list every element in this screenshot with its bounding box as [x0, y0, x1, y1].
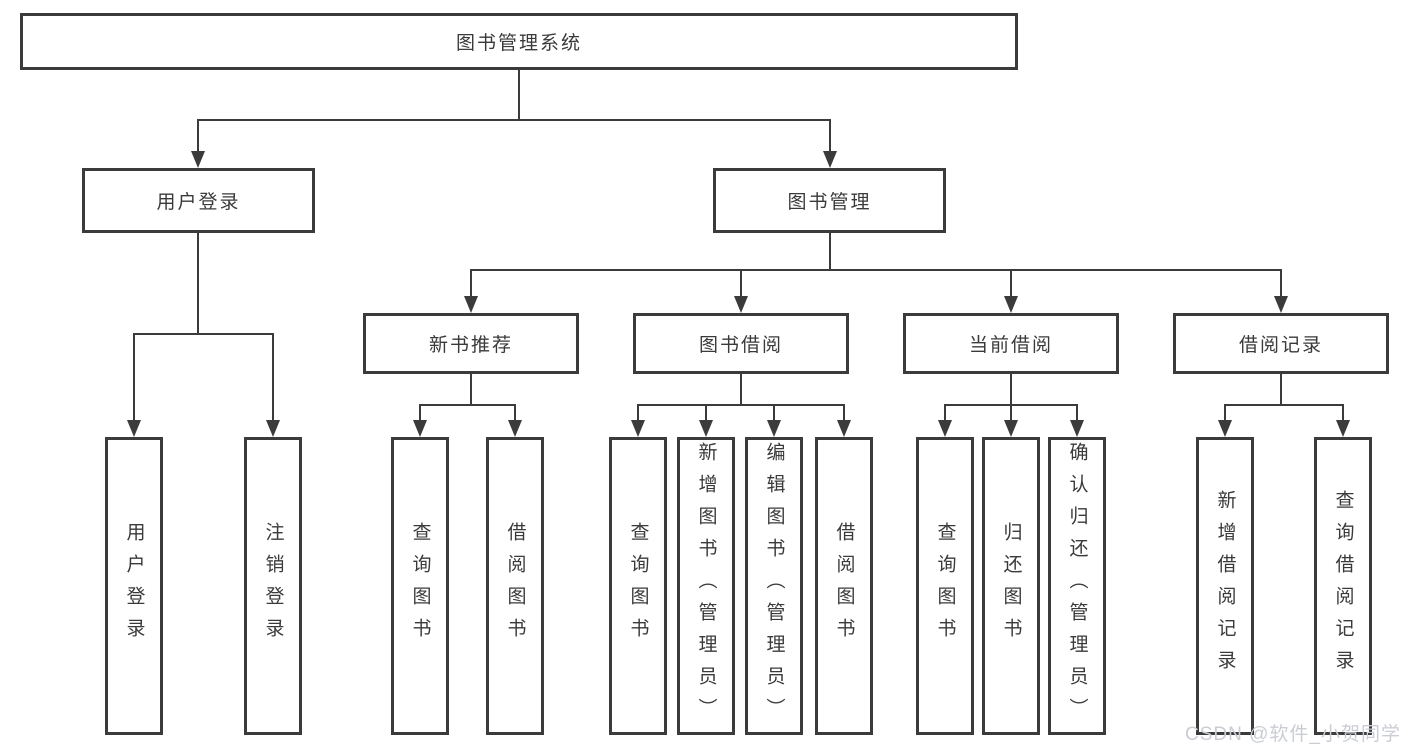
leaf-query-books-recommend: 查询图书 [391, 437, 449, 735]
arrow-down-icon [413, 420, 427, 437]
leaf-add-borrow-record: 新增借阅记录 [1196, 437, 1254, 735]
connector-bar [419, 404, 516, 406]
arrow-down-icon [266, 420, 280, 437]
connector-stem [740, 374, 742, 406]
node-label: 图书借阅 [698, 335, 783, 356]
arrow-down-icon [127, 420, 141, 437]
connector-root-stem [518, 70, 520, 120]
node-label: 新增图书（管理员） [695, 442, 717, 730]
arrow-down-icon [508, 420, 522, 437]
node-label: 借阅图书 [504, 522, 526, 650]
connector-stem-leaf [272, 333, 274, 421]
arrow-down-icon [1336, 420, 1350, 437]
connector-stem-leaf [514, 404, 516, 421]
node-label: 当前借阅 [968, 335, 1053, 356]
watermark: CSDN @软件_小贺同学 [1185, 724, 1401, 745]
connector-stem-leaf [944, 404, 946, 421]
connector-stem-borrow-records [1280, 269, 1282, 297]
connector-stem-leaf [1342, 404, 1344, 421]
node-label: 查询图书 [409, 522, 431, 650]
connector-bar [637, 404, 845, 406]
arrow-down-icon [631, 420, 645, 437]
leaf-query-borrow-record: 查询借阅记录 [1314, 437, 1372, 735]
connector-bar [1224, 404, 1344, 406]
connector-stem-new-book [470, 269, 472, 297]
connector-stem-book-borrow [740, 269, 742, 297]
connector-stem [1280, 374, 1282, 406]
connector-level3-bar [470, 269, 1282, 271]
connector-stem-leaf [1076, 404, 1078, 421]
arrow-down-icon [1274, 296, 1288, 313]
connector-stem-leaf [773, 404, 775, 421]
leaf-query-books-borrowing: 查询图书 [609, 437, 667, 735]
node-current-borrowing: 当前借阅 [903, 313, 1119, 374]
connector-stem [470, 374, 472, 406]
connector-stem-book-mgmt [829, 119, 831, 152]
connector-user-login-stem [197, 233, 199, 335]
arrow-down-icon [464, 296, 478, 313]
leaf-borrow-books-recommend: 借阅图书 [486, 437, 544, 735]
connector-stem-leaf [637, 404, 639, 421]
leaf-add-books-admin: 新增图书（管理员） [677, 437, 735, 735]
node-book-borrowing: 图书借阅 [633, 313, 849, 374]
node-borrowing-records: 借阅记录 [1173, 313, 1389, 374]
node-label: 图书管理 [787, 192, 872, 213]
node-label: 图书管理系统 [455, 33, 582, 54]
arrow-down-icon [1218, 420, 1232, 437]
connector-level2-bar [197, 119, 831, 121]
arrow-down-icon [837, 420, 851, 437]
arrow-down-icon [823, 151, 837, 168]
node-label: 用户登录 [123, 522, 145, 650]
node-root-library-system: 图书管理系统 [20, 13, 1018, 70]
leaf-confirm-return-admin: 确认归还（管理员） [1048, 437, 1106, 735]
connector-user-login-bar [133, 333, 274, 335]
leaf-return-books: 归还图书 [982, 437, 1040, 735]
node-label: 用户登录 [156, 192, 241, 213]
arrow-down-icon [734, 296, 748, 313]
connector-stem-leaf [133, 333, 135, 421]
node-new-book-recommend: 新书推荐 [363, 313, 579, 374]
leaf-edit-books-admin: 编辑图书（管理员） [745, 437, 803, 735]
arrow-down-icon [1004, 296, 1018, 313]
leaf-logout: 注销登录 [244, 437, 302, 735]
node-user-login: 用户登录 [82, 168, 315, 233]
node-label: 注销登录 [262, 522, 284, 650]
arrow-down-icon [699, 420, 713, 437]
node-label: 查询图书 [934, 522, 956, 650]
node-label: 借阅图书 [833, 522, 855, 650]
connector-book-mgmt-stem [829, 233, 831, 271]
connector-stem-leaf [1010, 404, 1012, 421]
arrow-down-icon [938, 420, 952, 437]
connector-stem-current-borrow [1010, 269, 1012, 297]
arrow-down-icon [191, 151, 205, 168]
arrow-down-icon [767, 420, 781, 437]
node-label: 归还图书 [1000, 522, 1022, 650]
connector-stem-leaf [1224, 404, 1226, 421]
node-book-management: 图书管理 [713, 168, 946, 233]
node-label: 新增借阅记录 [1214, 490, 1236, 682]
connector-stem-leaf [419, 404, 421, 421]
leaf-user-login: 用户登录 [105, 437, 163, 735]
connector-stem-leaf [843, 404, 845, 421]
node-label: 查询借阅记录 [1332, 490, 1354, 682]
node-label: 查询图书 [627, 522, 649, 650]
connector-stem [1010, 374, 1012, 406]
node-label: 借阅记录 [1238, 335, 1323, 356]
arrow-down-icon [1004, 420, 1018, 437]
connector-stem-user-login [197, 119, 199, 152]
node-label: 确认归还（管理员） [1066, 442, 1088, 730]
node-label: 新书推荐 [428, 335, 513, 356]
leaf-borrow-books: 借阅图书 [815, 437, 873, 735]
arrow-down-icon [1070, 420, 1084, 437]
connector-stem-leaf [705, 404, 707, 421]
leaf-query-books-current: 查询图书 [916, 437, 974, 735]
node-label: 编辑图书（管理员） [763, 442, 785, 730]
